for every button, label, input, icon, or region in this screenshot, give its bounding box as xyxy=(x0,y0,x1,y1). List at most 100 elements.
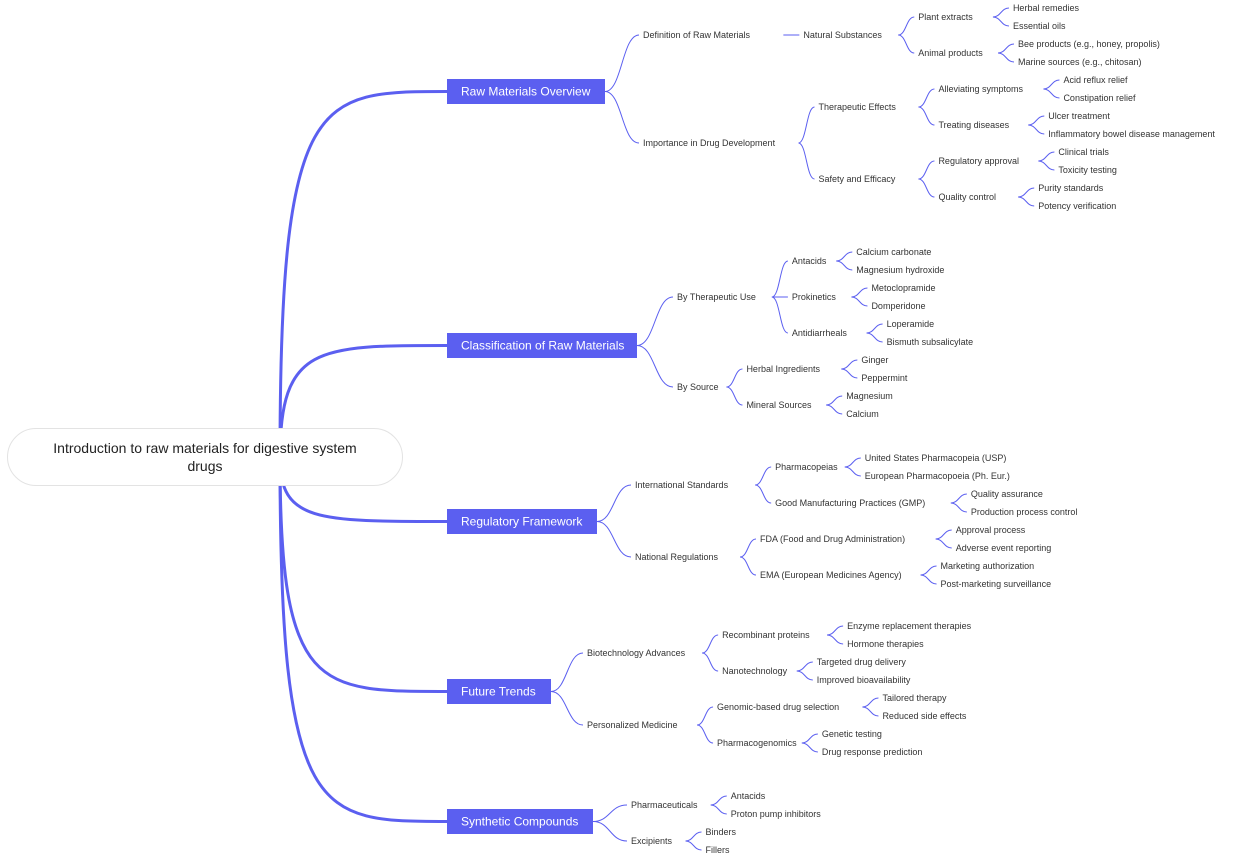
node-by-therapeutic-use[interactable]: By Therapeutic Use xyxy=(677,292,756,302)
node-personalized-medicine[interactable]: Personalized Medicine xyxy=(587,720,678,730)
link-loperamide xyxy=(866,323,883,334)
link-safety-and-efficacy xyxy=(798,142,815,180)
node-quality-assurance[interactable]: Quality assurance xyxy=(971,489,1043,499)
node-antacids[interactable]: Antacids xyxy=(792,256,827,266)
node-national-regulations[interactable]: National Regulations xyxy=(635,552,719,562)
branch-future-trends[interactable]: Future Trends xyxy=(447,679,551,704)
node-herbal-ingredients[interactable]: Herbal Ingredients xyxy=(746,364,820,374)
root-link-classification-of-raw-materials xyxy=(278,344,448,459)
node-alleviating-symptoms[interactable]: Alleviating symptoms xyxy=(938,84,1023,94)
node-post-marketing-surveillance[interactable]: Post-marketing surveillance xyxy=(941,579,1052,589)
node-approval-process[interactable]: Approval process xyxy=(956,525,1026,535)
node-marine-sources-e-g-chitosan[interactable]: Marine sources (e.g., chitosan) xyxy=(1018,57,1142,67)
root-link-synthetic-compounds xyxy=(278,457,448,823)
node-drug-response-prediction[interactable]: Drug response prediction xyxy=(822,747,923,757)
node-inflammatory-bowel-disease-management[interactable]: Inflammatory bowel disease management xyxy=(1048,129,1215,139)
node-essential-oils[interactable]: Essential oils xyxy=(1013,21,1066,31)
node-nanotechnology[interactable]: Nanotechnology xyxy=(722,666,788,676)
node-bee-products-e-g-honey-propolis[interactable]: Bee products (e.g., honey, propolis) xyxy=(1018,39,1160,49)
node-magnesium[interactable]: Magnesium xyxy=(846,391,893,401)
node-recombinant-proteins[interactable]: Recombinant proteins xyxy=(722,630,810,640)
root-node[interactable]: Introduction to raw materials for digest… xyxy=(7,428,403,486)
node-excipients[interactable]: Excipients xyxy=(631,836,673,846)
mindmap-nodes: Raw Materials Overview Definition of Raw … xyxy=(447,3,1215,855)
link-antacids xyxy=(710,795,727,806)
node-adverse-event-reporting[interactable]: Adverse event reporting xyxy=(956,543,1052,553)
node-herbal-remedies[interactable]: Herbal remedies xyxy=(1013,3,1080,13)
node-potency-verification[interactable]: Potency verification xyxy=(1038,201,1116,211)
branch-box[interactable] xyxy=(447,509,597,534)
node-loperamide[interactable]: Loperamide xyxy=(887,319,935,329)
node-bismuth-subsalicylate[interactable]: Bismuth subsalicylate xyxy=(887,337,974,347)
node-constipation-relief[interactable]: Constipation relief xyxy=(1063,93,1136,103)
node-therapeutic-effects[interactable]: Therapeutic Effects xyxy=(819,102,897,112)
branch-box[interactable] xyxy=(447,809,593,834)
node-prokinetics[interactable]: Prokinetics xyxy=(792,292,837,302)
branch-box[interactable] xyxy=(447,79,605,104)
node-enzyme-replacement-therapies[interactable]: Enzyme replacement therapies xyxy=(847,621,972,631)
node-toxicity-testing[interactable]: Toxicity testing xyxy=(1058,165,1117,175)
node-calcium[interactable]: Calcium xyxy=(846,409,879,419)
link-genomic-based-drug-selection xyxy=(696,706,714,726)
node-good-manufacturing-practices-gmp[interactable]: Good Manufacturing Practices (GMP) xyxy=(775,498,925,508)
branch-box[interactable] xyxy=(447,333,637,358)
node-fillers[interactable]: Fillers xyxy=(706,845,730,855)
node-pharmacopeias[interactable]: Pharmacopeias xyxy=(775,462,838,472)
node-hormone-therapies[interactable]: Hormone therapies xyxy=(847,639,924,649)
node-magnesium-hydroxide[interactable]: Magnesium hydroxide xyxy=(856,265,944,275)
node-purity-standards[interactable]: Purity standards xyxy=(1038,183,1104,193)
branch-box[interactable] xyxy=(447,679,551,704)
branch-raw-materials-overview[interactable]: Raw Materials Overview xyxy=(447,79,605,104)
node-targeted-drug-delivery[interactable]: Targeted drug delivery xyxy=(817,657,907,667)
node-united-states-pharmacopeia-usp[interactable]: United States Pharmacopeia (USP) xyxy=(865,453,1007,463)
node-tailored-therapy[interactable]: Tailored therapy xyxy=(882,693,947,703)
link-approval-process xyxy=(935,529,952,540)
node-importance-in-drug-development[interactable]: Importance in Drug Development xyxy=(643,138,776,148)
node-proton-pump-inhibitors[interactable]: Proton pump inhibitors xyxy=(731,809,822,819)
link-enzyme-replacement-therapies xyxy=(827,625,844,636)
node-mineral-sources[interactable]: Mineral Sources xyxy=(746,400,812,410)
node-peppermint[interactable]: Peppermint xyxy=(861,373,908,383)
node-natural-substances[interactable]: Natural Substances xyxy=(803,30,882,40)
node-treating-diseases[interactable]: Treating diseases xyxy=(938,120,1009,130)
node-antacids[interactable]: Antacids xyxy=(731,791,766,801)
link-animal-products xyxy=(898,34,915,54)
node-genomic-based-drug-selection[interactable]: Genomic-based drug selection xyxy=(717,702,839,712)
node-genetic-testing[interactable]: Genetic testing xyxy=(822,729,882,739)
branch-regulatory-framework[interactable]: Regulatory Framework xyxy=(447,509,597,534)
node-ulcer-treatment[interactable]: Ulcer treatment xyxy=(1048,111,1110,121)
node-biotechnology-advances[interactable]: Biotechnology Advances xyxy=(587,648,686,658)
branch-synthetic-compounds[interactable]: Synthetic Compounds xyxy=(447,809,593,834)
node-international-standards[interactable]: International Standards xyxy=(635,480,729,490)
node-pharmaceuticals[interactable]: Pharmaceuticals xyxy=(631,800,698,810)
node-clinical-trials[interactable]: Clinical trials xyxy=(1058,147,1109,157)
node-regulatory-approval[interactable]: Regulatory approval xyxy=(938,156,1019,166)
node-production-process-control[interactable]: Production process control xyxy=(971,507,1078,517)
node-reduced-side-effects[interactable]: Reduced side effects xyxy=(882,711,966,721)
node-definition-of-raw-materials[interactable]: Definition of Raw Materials xyxy=(643,30,751,40)
link-regulatory-approval xyxy=(918,160,935,180)
node-calcium-carbonate[interactable]: Calcium carbonate xyxy=(856,247,931,257)
node-safety-and-efficacy[interactable]: Safety and Efficacy xyxy=(819,174,896,184)
node-ema-european-medicines-agency[interactable]: EMA (European Medicines Agency) xyxy=(760,570,902,580)
node-antidiarrheals[interactable]: Antidiarrheals xyxy=(792,328,848,338)
node-quality-control[interactable]: Quality control xyxy=(938,192,996,202)
node-binders[interactable]: Binders xyxy=(706,827,737,837)
node-improved-bioavailability[interactable]: Improved bioavailability xyxy=(817,675,911,685)
node-fda-food-and-drug-administration[interactable]: FDA (Food and Drug Administration) xyxy=(760,534,905,544)
node-domperidone[interactable]: Domperidone xyxy=(871,301,925,311)
branch-classification-of-raw-materials[interactable]: Classification of Raw Materials xyxy=(447,333,637,358)
node-marketing-authorization[interactable]: Marketing authorization xyxy=(941,561,1035,571)
root-link-raw-materials-overview xyxy=(278,90,448,459)
node-metoclopramide[interactable]: Metoclopramide xyxy=(871,283,935,293)
node-acid-reflux-relief[interactable]: Acid reflux relief xyxy=(1063,75,1128,85)
link-bee-products-e-g-honey-propolis xyxy=(997,43,1015,54)
node-by-source[interactable]: By Source xyxy=(677,382,719,392)
root-node-label: Introduction to raw materials for digest… xyxy=(53,440,357,474)
node-european-pharmacopoeia-ph-eur[interactable]: European Pharmacopoeia (Ph. Eur.) xyxy=(865,471,1010,481)
link-good-manufacturing-practices-gmp xyxy=(755,484,772,504)
node-pharmacogenomics[interactable]: Pharmacogenomics xyxy=(717,738,797,748)
node-ginger[interactable]: Ginger xyxy=(861,355,888,365)
node-animal-products[interactable]: Animal products xyxy=(918,48,983,58)
node-plant-extracts[interactable]: Plant extracts xyxy=(918,12,973,22)
